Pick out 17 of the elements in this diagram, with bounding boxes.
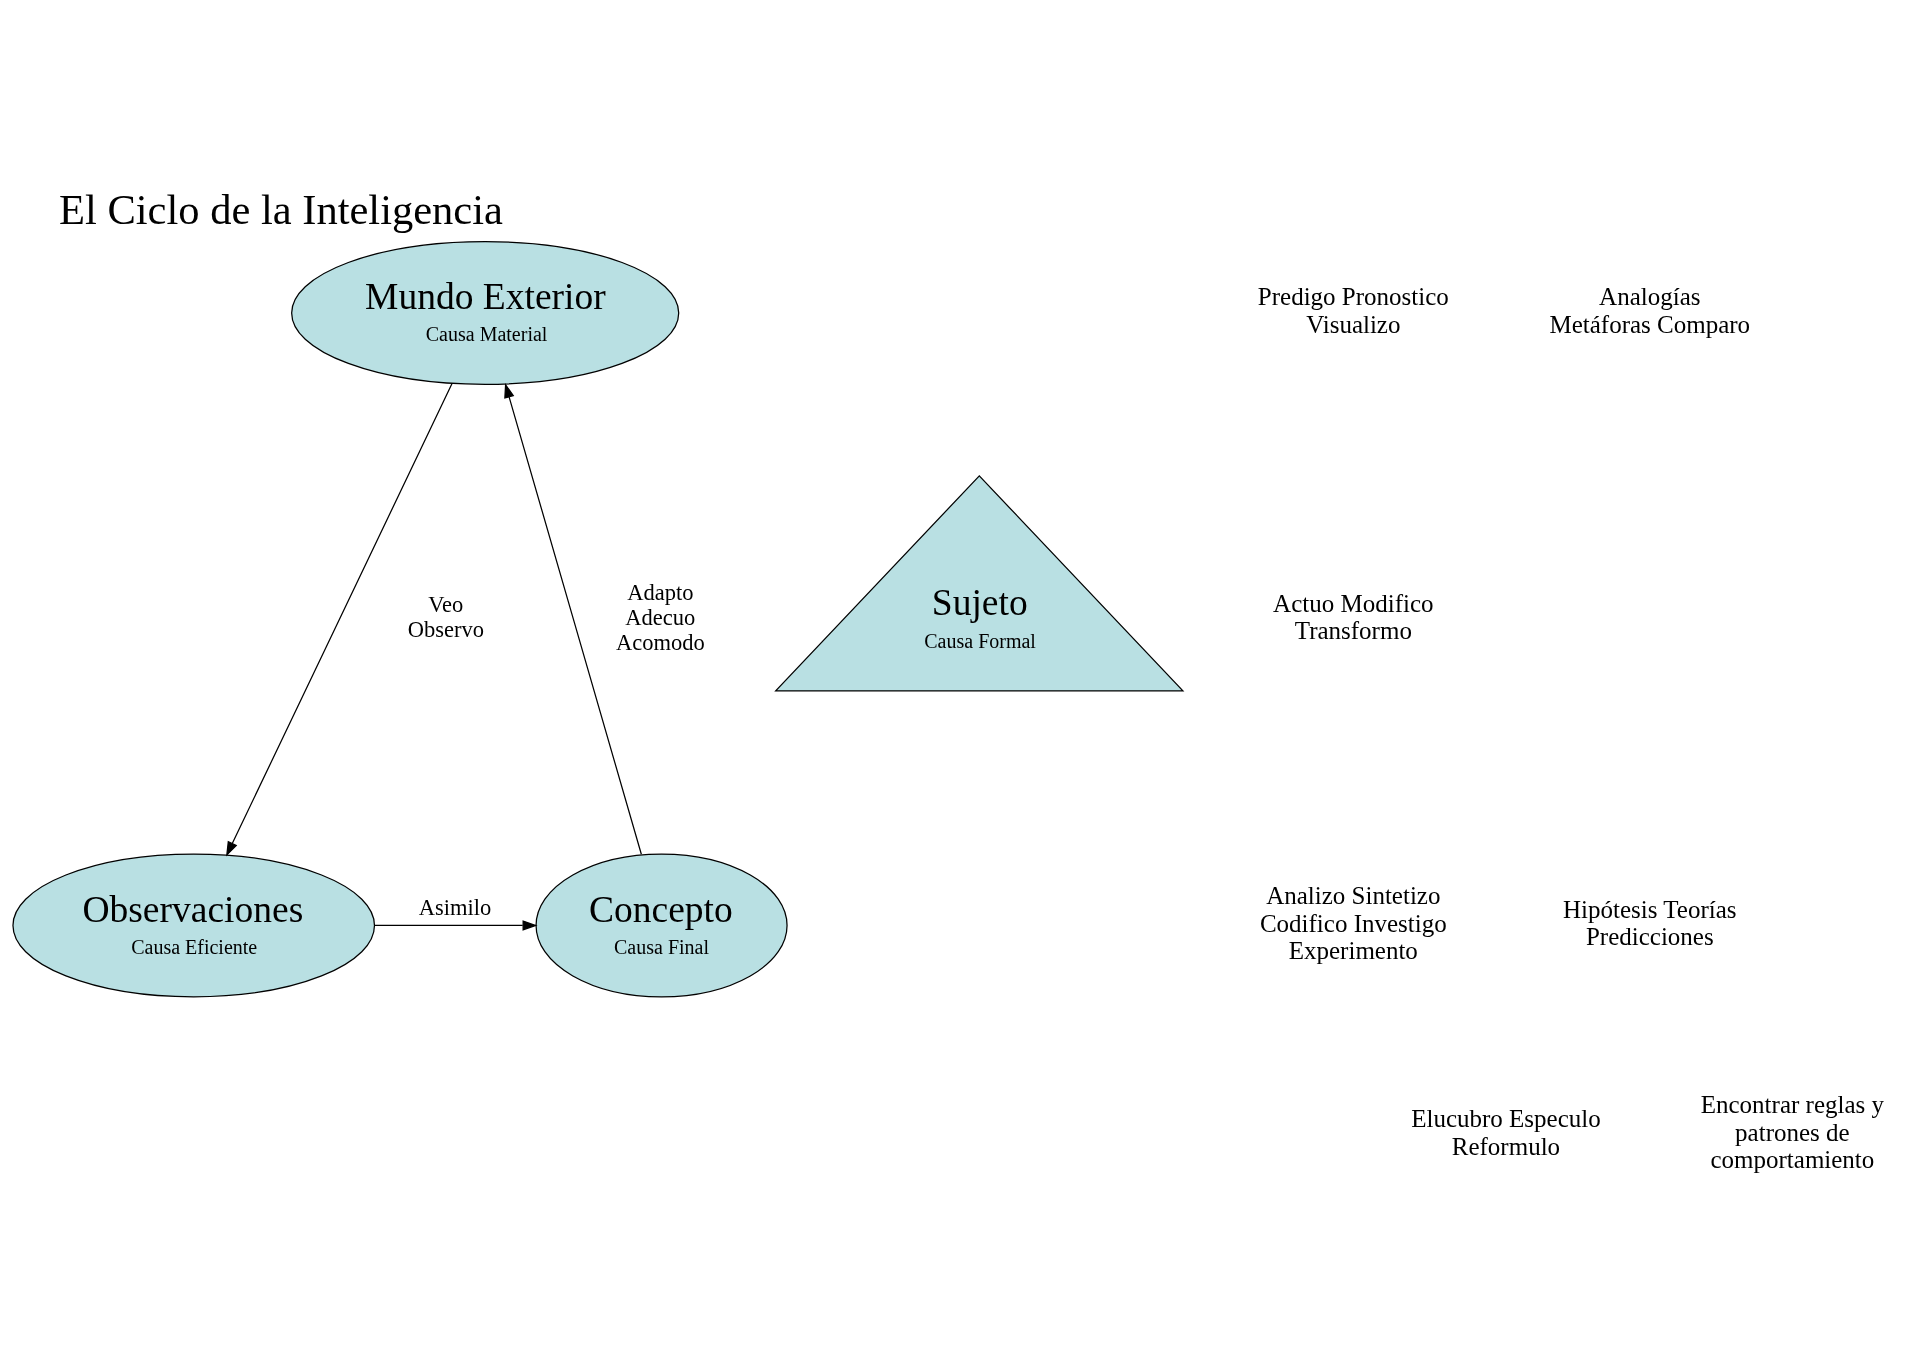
label: Elucubro Especulo Reformulo bbox=[1411, 1105, 1601, 1160]
node-ellipse: Mundo Exterior Causa Material bbox=[291, 240, 680, 385]
label: Analogías Metáforas Comparo bbox=[1549, 283, 1751, 338]
label: Actuo Modifico Transformo bbox=[1273, 589, 1434, 645]
node-ellipse: Concepto Causa Final bbox=[535, 853, 788, 998]
edge-label: Veo Observo bbox=[407, 592, 484, 643]
node-ellipse: Observaciones Causa Eficiente bbox=[12, 853, 376, 998]
arrow bbox=[504, 382, 642, 855]
diagram-title: El Ciclo de la Inteligencia bbox=[59, 186, 503, 234]
arrow bbox=[373, 920, 538, 931]
arrow bbox=[226, 382, 453, 857]
edge-label: Adapto Adecuo Acomodo bbox=[615, 579, 705, 655]
label: Encontrar reglas y patrones de comportamiento bbox=[1700, 1091, 1885, 1174]
label: Predigo Pronostico Visualizo bbox=[1257, 283, 1449, 338]
edge-label: Asimilo bbox=[418, 894, 492, 920]
label: Hipótesis Teorías Predicciones bbox=[1563, 895, 1737, 951]
label: Analizo Sintetizo Codifico Investigo Experimento bbox=[1259, 882, 1447, 965]
